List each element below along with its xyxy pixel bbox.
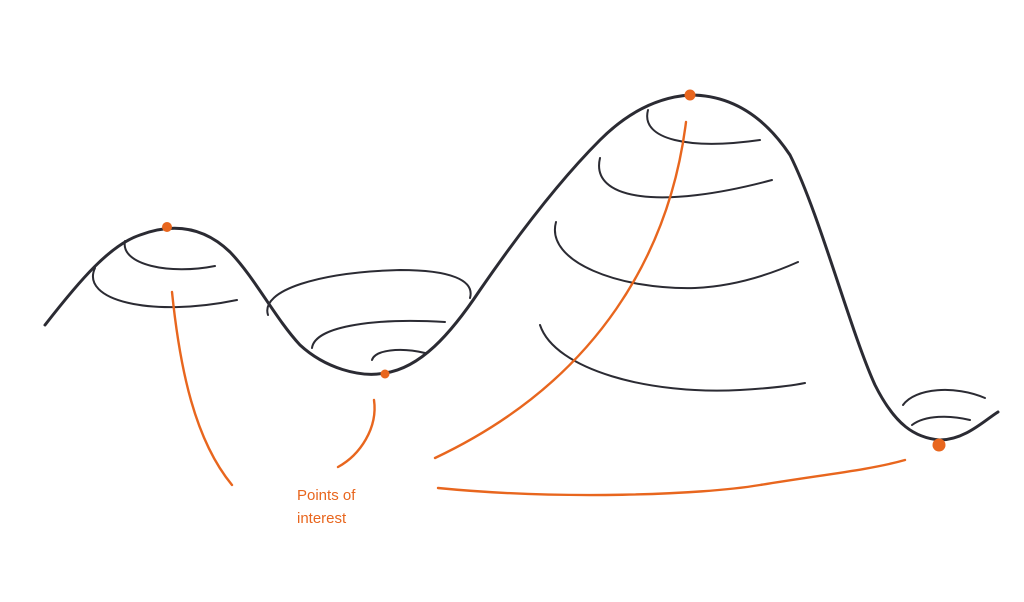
contour-line [911,415,971,426]
contour-line [123,240,216,271]
contour-line [266,268,472,316]
point-of-interest-marker [162,222,172,232]
pointer-line [336,398,376,469]
pointer-line [433,120,688,460]
contour-line [553,221,799,290]
contour-line [92,267,238,309]
contour-line [371,348,426,361]
contour-line [539,324,806,392]
contour-line [902,388,986,406]
contour-line [311,319,446,349]
contour-line [598,157,773,199]
pointer-line [436,458,907,497]
contour-line [646,109,761,145]
point-of-interest-marker [932,438,946,452]
point-of-interest-marker [684,89,696,101]
pointer-line [170,290,234,487]
terrain-profile [43,93,1000,442]
point-of-interest-marker [380,369,390,379]
points-of-interest-label: Points of interest [297,487,356,527]
